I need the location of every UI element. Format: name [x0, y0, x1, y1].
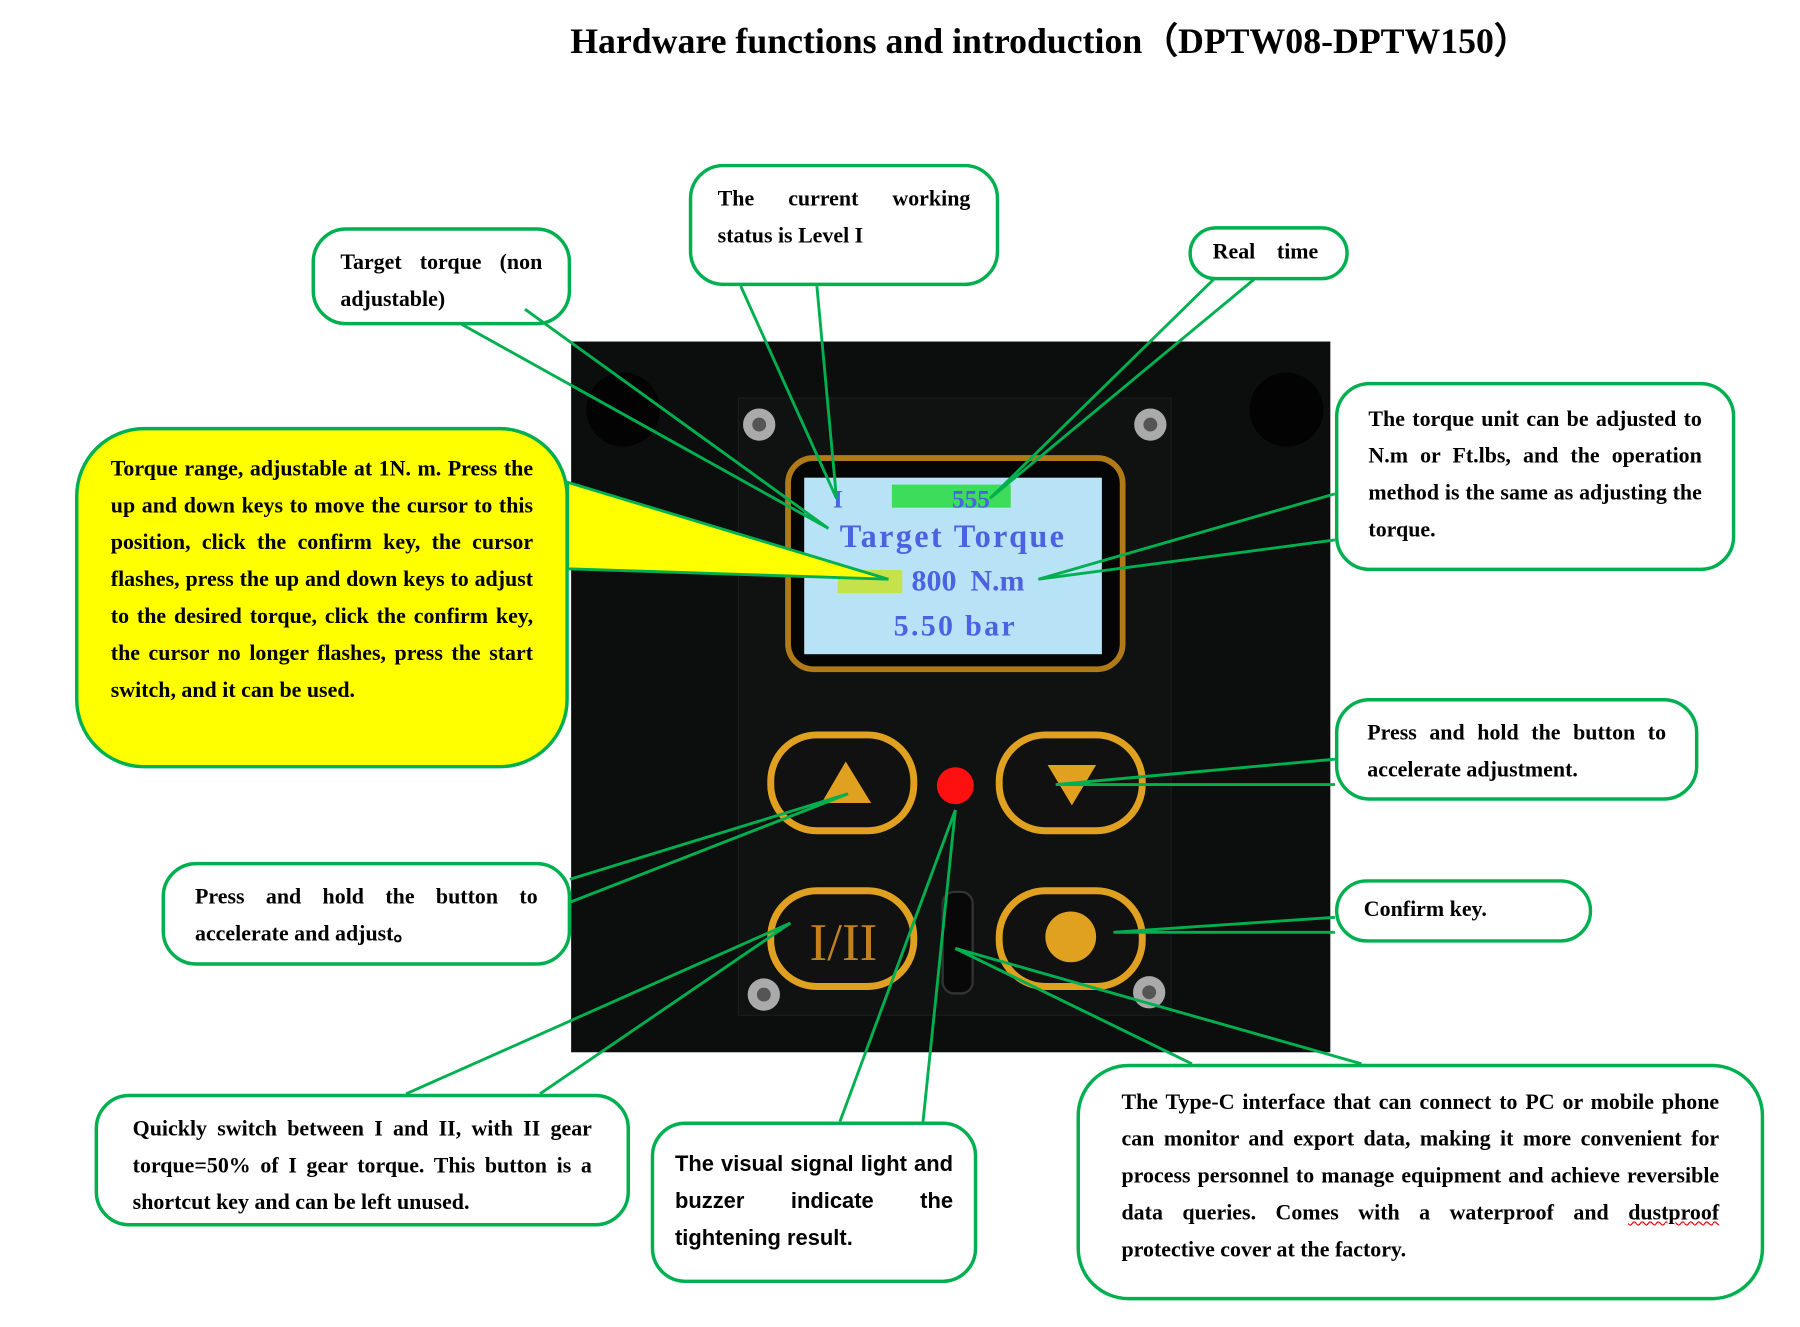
gear-label: I/II — [810, 914, 878, 972]
callout-signal-light: The visual signal light and buzzer indic… — [650, 1121, 978, 1284]
type-c-port — [941, 890, 974, 995]
down-button[interactable] — [995, 731, 1146, 835]
callout-target-torque: Target torque (non adjustable) — [311, 227, 572, 326]
signal-led — [936, 767, 974, 805]
target-torque-label: Target Torque — [840, 518, 1067, 554]
circle-icon — [1045, 911, 1097, 963]
screw-icon — [1134, 408, 1167, 441]
callout-press-hold-left: Press and hold the button to accelerate … — [161, 861, 572, 966]
torque-value: 800 — [912, 565, 957, 598]
torque-unit: N.m — [970, 565, 1024, 598]
up-button[interactable] — [767, 731, 918, 835]
callout-press-hold-right: Press and hold the button to accelerate … — [1334, 698, 1699, 801]
gear-switch-button[interactable]: I/II — [767, 887, 918, 990]
screw-icon — [743, 408, 776, 441]
page-title: Hardware functions and introduction（DPTW… — [570, 20, 1530, 62]
callout-gear-switch: Quickly switch between I and II, with II… — [94, 1093, 630, 1227]
callout-type-c: The Type-C interface that can connect to… — [1076, 1063, 1765, 1301]
time-readout: 555 — [952, 486, 990, 514]
callout-torque-unit: The torque unit can be adjusted to N.m o… — [1334, 381, 1736, 572]
type-c-text-end: protective cover at the factory. — [1121, 1238, 1407, 1263]
pressure-readout: 5.50 bar — [894, 610, 1017, 643]
time-highlight — [891, 484, 1011, 508]
mount-hole — [1249, 372, 1324, 447]
confirm-button[interactable] — [995, 887, 1146, 990]
screw-icon — [747, 978, 780, 1011]
callout-working-status: The current working status is Level I — [688, 163, 1000, 287]
callout-real-time: Real time — [1188, 226, 1349, 281]
type-c-text-spellcheck: dustproof — [1628, 1201, 1720, 1226]
callout-confirm-key: Confirm key. — [1334, 879, 1593, 943]
screw-icon — [1133, 976, 1166, 1009]
cursor-highlight — [837, 569, 903, 594]
callout-torque-range: Torque range, adjustable at 1N. m. Press… — [74, 426, 569, 769]
type-c-text: The Type-C interface that can connect to… — [1121, 1090, 1720, 1226]
level-indicator: I — [833, 486, 843, 514]
mount-hole — [586, 372, 660, 447]
